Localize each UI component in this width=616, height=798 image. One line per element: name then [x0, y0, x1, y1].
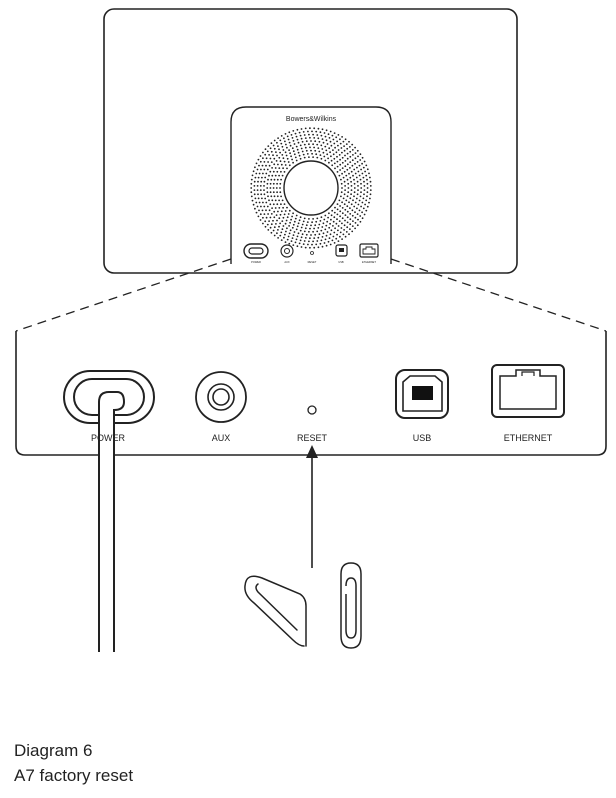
- small-label-power: POWER: [251, 260, 261, 264]
- small-usb-socket: [335, 244, 348, 257]
- label-ethernet: ETHERNET: [504, 433, 553, 443]
- reset-arrow: [306, 445, 318, 568]
- label-aux: AUX: [212, 433, 231, 443]
- paperclip-closed: [340, 562, 362, 649]
- small-label-reset: RESET: [308, 260, 317, 264]
- bass-port: [283, 160, 339, 216]
- bass-port-grille: [250, 127, 372, 249]
- zoom-line-right: [390, 258, 607, 332]
- rear-panel-inset: [230, 106, 392, 264]
- reset-hole: [307, 405, 317, 415]
- usb-socket: [395, 369, 449, 419]
- ethernet-socket: [491, 364, 565, 418]
- small-aux-socket: [280, 244, 294, 258]
- paperclip-unfolded: [244, 575, 307, 647]
- small-label-ethernet: ETHERNET: [362, 260, 376, 264]
- small-label-usb: USB: [338, 260, 344, 264]
- small-reset-hole: [310, 251, 314, 255]
- aux-socket: [195, 371, 247, 423]
- label-reset: RESET: [297, 433, 328, 443]
- zoom-line-left: [15, 258, 232, 332]
- label-usb: USB: [413, 433, 432, 443]
- small-ethernet-socket: [359, 243, 379, 258]
- brand-logo: Bowers&Wilkins: [286, 116, 337, 123]
- power-cable: [98, 391, 126, 652]
- small-power-socket: [243, 243, 269, 259]
- small-label-aux: AUX: [284, 260, 290, 264]
- speaker-rear-body: [103, 8, 518, 274]
- caption-subtitle: A7 factory reset: [14, 766, 134, 785]
- caption-title: Diagram 6: [14, 741, 93, 760]
- rear-ports-small: [243, 243, 379, 259]
- label-power: POWER: [91, 433, 126, 443]
